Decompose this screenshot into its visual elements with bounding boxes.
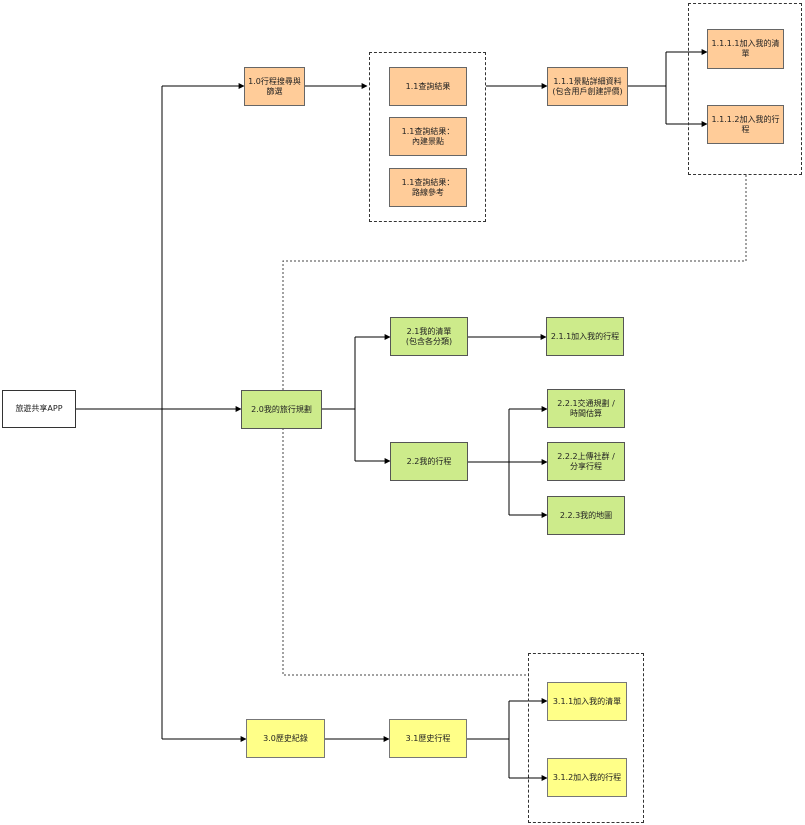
dotted-connector [282, 175, 747, 676]
node-3-0[interactable]: 3.0歷史紀錄 [246, 719, 325, 758]
node-3-1-1[interactable]: 3.1.1加入我的清單 [547, 682, 627, 721]
node-1-1-1-1[interactable]: 1.1.1.1加入我的清單 [707, 29, 784, 69]
node-2-2-1[interactable]: 2.2.1交通規劃 / 時間估算 [547, 389, 625, 428]
group-detail-actions [688, 3, 802, 175]
node-1-1-c[interactable]: 1.1查詢結果： 路線參考 [389, 168, 467, 207]
group-history-actions [528, 653, 644, 823]
node-1-1-1[interactable]: 1.1.1景點詳細資料 (包含用戶創建評價) [547, 67, 628, 106]
root-node[interactable]: 旅遊共享APP [2, 390, 76, 428]
node-1-1-b[interactable]: 1.1查詢結果： 內建景點 [389, 117, 467, 156]
node-2-2-2[interactable]: 2.2.2上傳社群 / 分享行程 [547, 442, 625, 481]
node-3-1[interactable]: 3.1歷史行程 [389, 719, 467, 758]
node-1-1-1-2[interactable]: 1.1.1.2加入我的行程 [707, 105, 784, 144]
node-2-2-3[interactable]: 2.2.3我的地圖 [547, 496, 625, 535]
node-2-1-1[interactable]: 2.1.1加入我的行程 [546, 317, 624, 356]
node-2-2[interactable]: 2.2我的行程 [390, 442, 468, 481]
node-2-0[interactable]: 2.0我的旅行規劃 [241, 390, 322, 429]
node-2-1[interactable]: 2.1我的清單 (包含各分類) [390, 317, 468, 356]
node-1-0[interactable]: 1.0行程搜尋與篩選 [244, 67, 305, 106]
node-3-1-2[interactable]: 3.1.2加入我的行程 [547, 758, 627, 797]
node-1-1-a[interactable]: 1.1查詢結果 [389, 67, 467, 106]
group-query-results [369, 52, 486, 222]
